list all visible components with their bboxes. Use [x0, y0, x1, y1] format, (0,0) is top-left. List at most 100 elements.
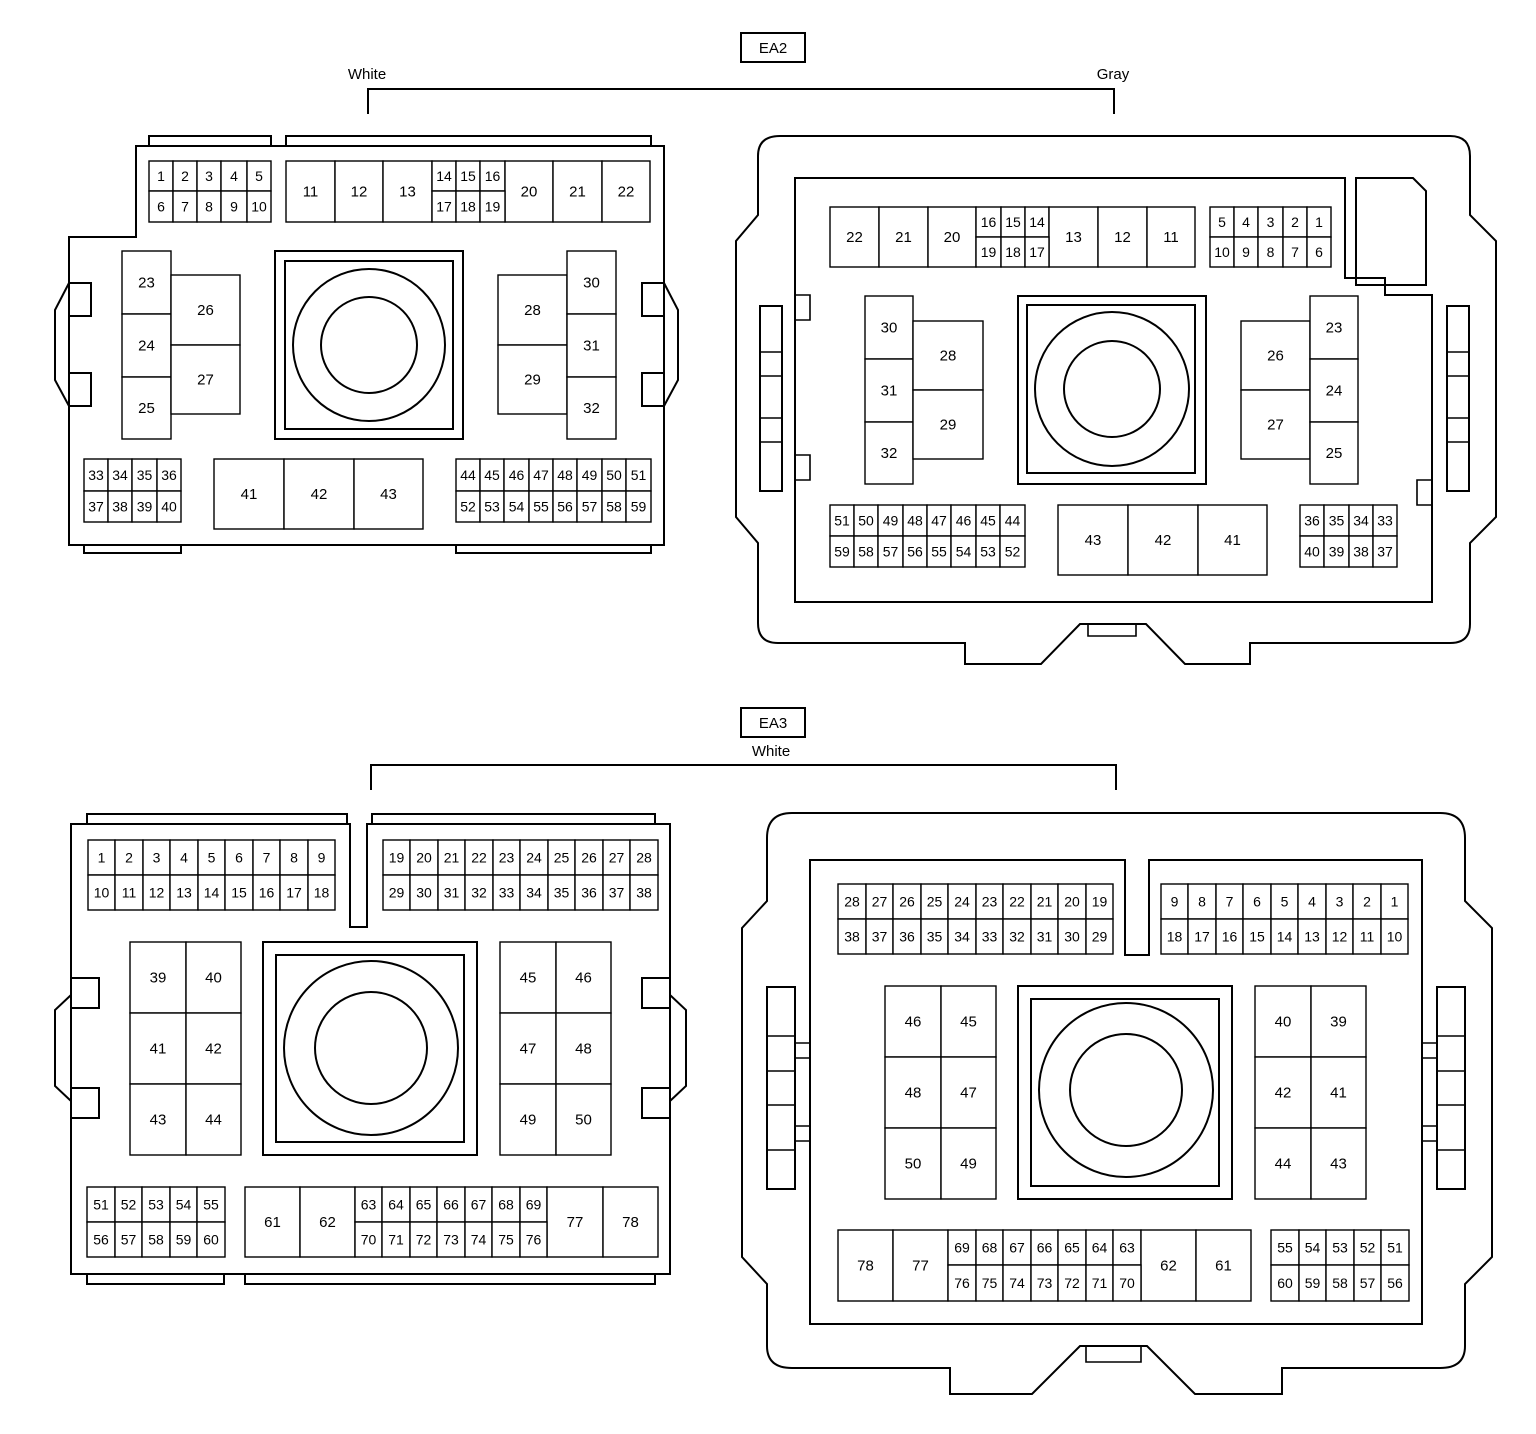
- terminal: 23: [975, 883, 1004, 920]
- terminal-number: 37: [872, 929, 888, 945]
- terminal: 69: [519, 1186, 548, 1223]
- terminal: 25: [121, 376, 172, 440]
- terminal: 15: [455, 160, 481, 192]
- terminal-cavity: [1057, 918, 1087, 955]
- terminal-cavity: [492, 839, 521, 876]
- ea2-right-connector: 22 21 20 16 15 14 13 12 11 19 18 17 5 4 …: [735, 135, 1497, 665]
- terminal-number: 13: [399, 184, 416, 201]
- terminal-cavity: [1270, 918, 1299, 955]
- terminal-cavity: [1085, 883, 1114, 920]
- terminal-number: 52: [460, 499, 476, 515]
- terminal-cavity: [892, 1229, 949, 1302]
- terminal: 26: [892, 883, 922, 920]
- terminal-number: 57: [883, 544, 899, 560]
- terminal: 12: [1325, 918, 1354, 955]
- terminal: 53: [479, 490, 505, 523]
- terminal-number: 41: [150, 1041, 167, 1058]
- terminal: 33: [83, 458, 109, 492]
- terminal-number: 2: [1291, 214, 1299, 230]
- terminal: 4: [220, 160, 248, 192]
- terminal-cavity: [196, 190, 222, 223]
- terminal-cavity: [409, 1221, 438, 1258]
- terminal-number: 11: [122, 885, 137, 901]
- right-latch-segment: [1447, 351, 1469, 443]
- ea3-left-connector: 1 2 3 4 5 6 7 8 9 10 11 12 13 14 15 16 1…: [54, 813, 687, 1285]
- terminal-cavity: [864, 295, 914, 360]
- terminal-number: 54: [956, 544, 972, 560]
- terminal-cavity: [574, 874, 604, 911]
- terminal-cavity: [307, 839, 336, 876]
- terminal: 71: [381, 1221, 411, 1258]
- terminal: 2: [114, 839, 144, 876]
- terminal-number: 31: [444, 885, 460, 901]
- terminal-number: 42: [205, 1041, 222, 1058]
- terminal-number: 9: [230, 199, 238, 215]
- terminal-number: 27: [1267, 417, 1284, 434]
- terminal-number: 21: [569, 184, 586, 201]
- terminal-cavity: [837, 1229, 894, 1302]
- ea3-color: White: [752, 743, 790, 760]
- terminal-number: 8: [1267, 244, 1275, 260]
- terminal-cavity: [1372, 504, 1398, 537]
- terminal-number: 40: [161, 499, 177, 515]
- terminal-number: 49: [582, 467, 598, 483]
- terminal: 34: [519, 874, 549, 911]
- terminal: 6: [224, 839, 254, 876]
- terminal-number: 65: [416, 1197, 432, 1213]
- terminal-number: 22: [618, 184, 635, 201]
- terminal: 8: [279, 839, 309, 876]
- terminal: 49: [499, 1083, 557, 1156]
- terminal: 13: [169, 874, 199, 911]
- terminal-number: 35: [927, 929, 943, 945]
- terminal-number: 19: [981, 244, 997, 260]
- terminal-number: 14: [1277, 929, 1293, 945]
- terminal-number: 48: [557, 467, 573, 483]
- terminal-cavity: [121, 376, 172, 440]
- terminal-number: 24: [138, 338, 155, 355]
- terminal-number: 32: [583, 400, 600, 417]
- terminal: 50: [884, 1127, 942, 1200]
- terminal: 39: [131, 490, 158, 523]
- terminal: 73: [436, 1221, 466, 1258]
- terminal-number: 38: [844, 929, 860, 945]
- terminal-number: 59: [631, 499, 647, 515]
- terminal-cavity: [1240, 320, 1311, 391]
- terminal: 49: [576, 458, 603, 492]
- terminal: 13: [1048, 206, 1099, 268]
- terminal-number: 11: [1163, 229, 1179, 246]
- terminal: 52: [999, 535, 1026, 568]
- terminal: 16: [252, 874, 281, 911]
- terminal-number: 34: [112, 467, 128, 483]
- terminal: 38: [107, 490, 133, 523]
- terminal: 32: [1002, 918, 1032, 955]
- terminal-cavity: [926, 535, 952, 568]
- terminal: 25: [1309, 421, 1359, 485]
- ea2-header: EA2 White Gray: [348, 32, 1130, 114]
- terminal-number: 77: [567, 1214, 584, 1231]
- terminal-cavity: [455, 490, 481, 523]
- terminal-cavity: [1112, 1229, 1142, 1266]
- terminal-number: 56: [907, 544, 923, 560]
- terminal: 60: [1270, 1264, 1300, 1302]
- terminal: 18: [307, 874, 336, 911]
- terminal: 33: [1372, 504, 1398, 537]
- terminal-cavity: [220, 160, 248, 192]
- terminal-cavity: [902, 535, 928, 568]
- terminal-number: 41: [1224, 532, 1241, 549]
- terminal-number: 10: [94, 885, 110, 901]
- terminal-number: 4: [1308, 894, 1316, 910]
- terminal: 19: [382, 839, 411, 876]
- terminal: 9: [307, 839, 336, 876]
- terminal: 42: [283, 458, 355, 530]
- terminal: 2: [172, 160, 198, 192]
- terminal-number: 50: [905, 1156, 922, 1173]
- terminal: 1: [1306, 206, 1332, 238]
- terminal-cavity: [196, 1221, 226, 1258]
- terminal-cavity: [1127, 504, 1199, 576]
- connector-inner-wall: [809, 859, 1423, 1325]
- terminal-cavity: [601, 160, 651, 223]
- terminal-number: 78: [622, 1214, 639, 1231]
- terminal-number: 8: [1198, 894, 1206, 910]
- terminal-cavity: [220, 190, 248, 223]
- lock-frame: [262, 941, 478, 1156]
